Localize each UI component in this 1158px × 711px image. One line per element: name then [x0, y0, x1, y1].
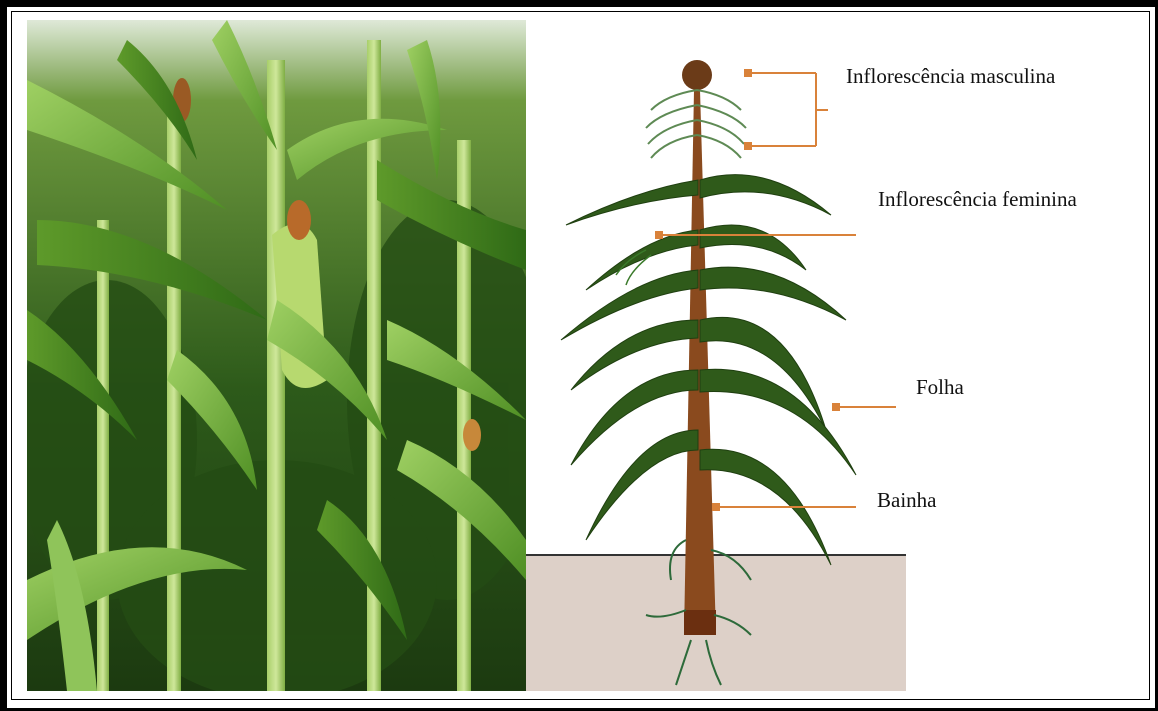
label-female-inflorescence: Inflorescência feminina [878, 189, 1077, 210]
stalk [684, 90, 716, 635]
label-sheath: Bainha [877, 490, 936, 511]
corn-plant-diagram [526, 20, 906, 691]
label-male-inflorescence: Inflorescência masculina [846, 66, 1055, 87]
label-leaf: Folha [916, 377, 964, 398]
corn-field-photo-art [27, 20, 526, 691]
tassel [682, 60, 712, 90]
corn-field-photo [27, 20, 526, 691]
corn-plant-art [526, 20, 906, 691]
